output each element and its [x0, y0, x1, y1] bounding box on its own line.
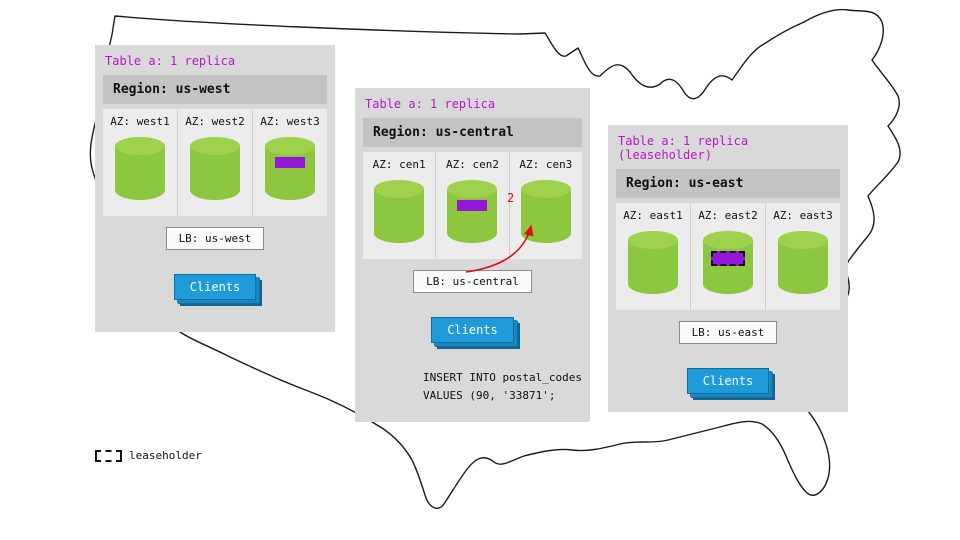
- az-row: AZ: west1 AZ: west2 AZ: west3: [103, 109, 327, 216]
- az-column-west1: AZ: west1: [103, 109, 177, 216]
- database-cylinder-icon: [778, 231, 828, 294]
- sql-query-line2: VALUES (90, '33871';: [423, 388, 556, 402]
- sql-query-line1: INSERT INTO postal_codes: [423, 371, 582, 384]
- leaseholder-legend-icon: [95, 449, 122, 462]
- clients-button: Clients: [686, 368, 770, 394]
- replica-badge: [457, 200, 488, 211]
- az-label: AZ: east2: [698, 209, 758, 222]
- az-column-west3: AZ: west3: [252, 109, 327, 216]
- az-column-east3: AZ: east3: [765, 203, 840, 310]
- region-header: Region: us-west: [103, 75, 327, 104]
- sql-query: INSERT INTO postal_codes VALUES (90, '33…: [423, 369, 590, 404]
- az-column-east2: AZ: east2: [690, 203, 765, 310]
- replica-badge: [275, 157, 305, 168]
- az-column-east1: AZ: east1: [616, 203, 690, 310]
- az-column-cen1: AZ: cen1: [363, 152, 435, 259]
- region-panel-us-central: Table a: 1 replica Region: us-central AZ…: [355, 88, 590, 422]
- az-row: AZ: east1 AZ: east2 AZ: east3: [616, 203, 840, 310]
- region-header: Region: us-central: [363, 118, 582, 147]
- leaseholder-legend: leaseholder: [95, 449, 202, 462]
- az-column-cen2: AZ: cen2: [435, 152, 508, 259]
- database-cylinder-icon: [628, 231, 678, 294]
- az-label: AZ: west1: [110, 115, 170, 128]
- az-column-west2: AZ: west2: [177, 109, 252, 216]
- table-replica-label: Table a: 1 replica (leaseholder): [618, 134, 749, 162]
- database-cylinder-icon: [115, 137, 165, 200]
- az-label: AZ: cen3: [519, 158, 573, 171]
- clients-button: Clients: [431, 317, 514, 343]
- load-balancer-box: LB: us-central: [413, 270, 532, 293]
- database-cylinder-icon: [190, 137, 240, 200]
- region-header: Region: us-east: [616, 169, 840, 198]
- az-label: AZ: west2: [185, 115, 245, 128]
- clients-button: Clients: [173, 274, 257, 300]
- region-panel-us-west: Table a: 1 replica Region: us-west AZ: w…: [95, 45, 335, 332]
- az-label: AZ: east1: [623, 209, 683, 222]
- az-label: AZ: cen1: [372, 158, 426, 171]
- step-2-label: 2: [507, 191, 515, 205]
- leaseholder-legend-label: leaseholder: [129, 449, 202, 462]
- load-balancer-box: LB: us-west: [165, 227, 265, 250]
- table-replica-label: Table a: 1 replica: [365, 97, 496, 111]
- az-label: AZ: cen2: [446, 158, 499, 171]
- region-panel-us-east: Table a: 1 replica (leaseholder) Region:…: [608, 125, 848, 412]
- az-label: AZ: east3: [773, 209, 833, 222]
- az-row: AZ: cen1 AZ: cen2 AZ: cen3: [363, 152, 582, 259]
- database-cylinder-icon: [374, 180, 425, 243]
- database-cylinder-icon: [520, 180, 571, 243]
- database-cylinder-icon: [703, 231, 753, 294]
- load-balancer-box: LB: us-east: [678, 321, 778, 344]
- database-cylinder-icon: [265, 137, 315, 200]
- table-replica-label: Table a: 1 replica: [105, 54, 236, 68]
- database-cylinder-icon: [447, 180, 498, 243]
- leaseholder-replica-badge: [711, 251, 745, 266]
- az-label: AZ: west3: [260, 115, 320, 128]
- az-column-cen3: AZ: cen3: [508, 152, 582, 259]
